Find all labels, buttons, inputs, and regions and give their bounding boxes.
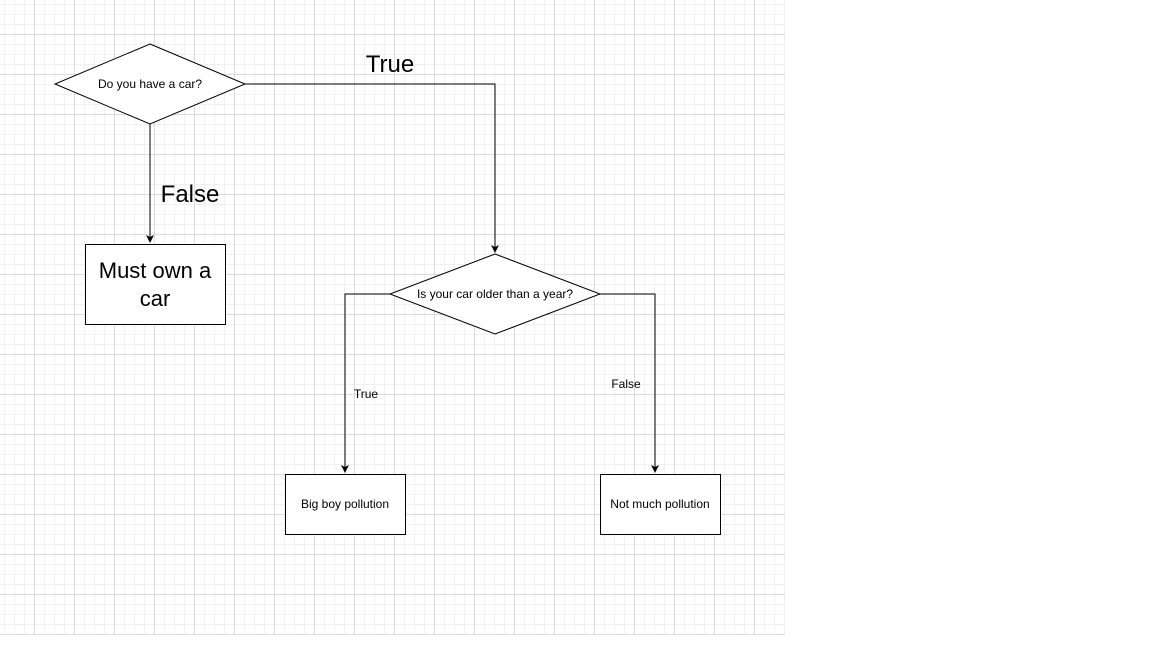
process-big-boy-pollution-text: Big boy pollution (301, 497, 389, 511)
edge-label-older-true: True (354, 387, 379, 401)
process-big-boy-pollution[interactable]: Big boy pollution (285, 474, 406, 535)
decision-car-older[interactable]: Is your car older than a year? (388, 253, 602, 335)
edge-older-false[interactable] (600, 293, 659, 473)
edge-label-older-false: False (611, 377, 641, 391)
edge-have-car-true[interactable] (245, 83, 499, 253)
decision-have-car-text: Do you have a car? (98, 77, 202, 91)
decision-car-older-text: Is your car older than a year? (417, 287, 573, 301)
decision-have-car[interactable]: Do you have a car? (53, 43, 247, 125)
process-not-much-pollution[interactable]: Not much pollution (600, 474, 721, 535)
edge-older-true[interactable] (341, 293, 390, 473)
process-must-own-car-line2: car (140, 286, 171, 311)
edge-label-have-car-false: False (161, 181, 220, 208)
process-must-own-car-line1: Must own a (99, 258, 212, 283)
process-not-much-pollution-text: Not much pollution (610, 497, 709, 511)
edge-label-have-car-true: True (366, 51, 414, 78)
process-must-own-car[interactable]: Must own a car (85, 244, 226, 325)
